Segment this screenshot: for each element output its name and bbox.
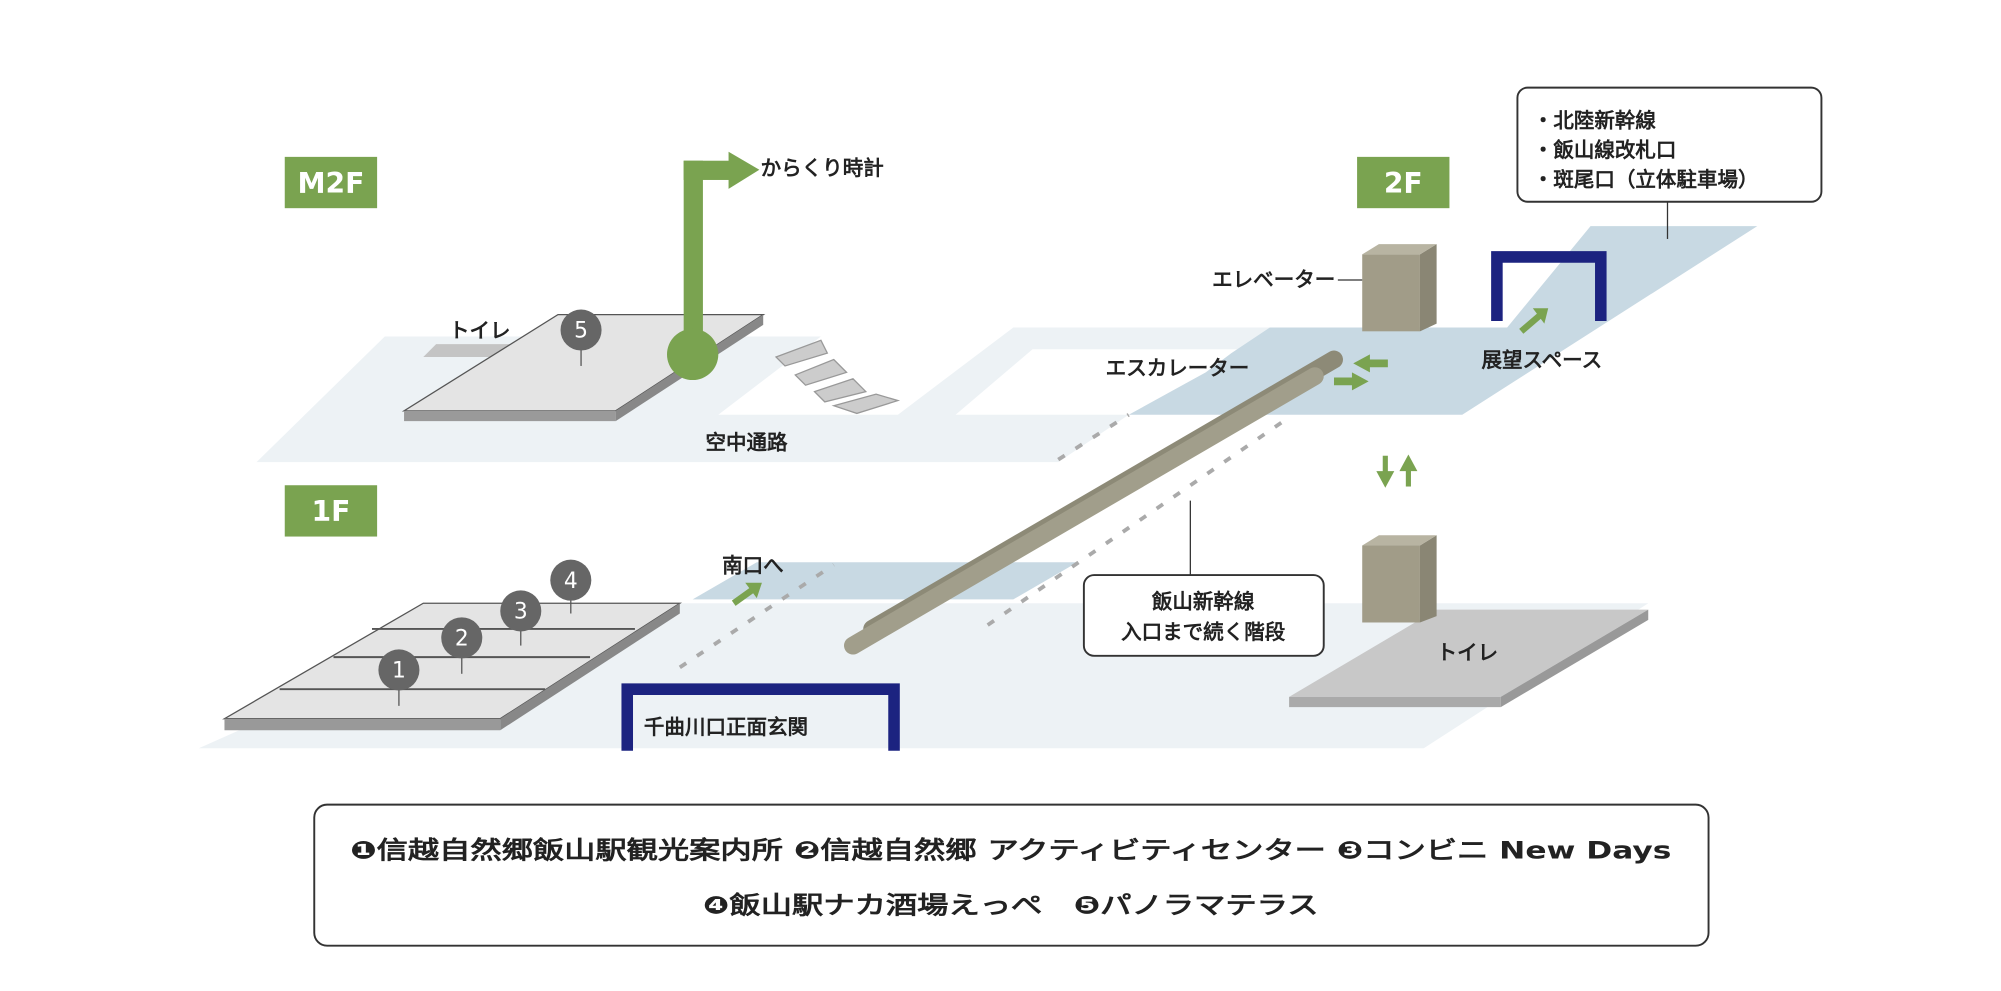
label-escalator: エスカレーター [1106, 356, 1250, 380]
callout-gates: ・北陸新幹線 ・飯山線改札口 ・斑尾口（立体駐車場） [1516, 86, 1823, 239]
label-observation-space: 展望スペース [1482, 348, 1603, 372]
label-to-south-exit: 南口へ [722, 553, 784, 577]
escalator [844, 350, 1343, 655]
label-toilet-1f: トイレ [1437, 641, 1499, 665]
2f-floor [1128, 226, 1758, 415]
floor-badge-1f-label: 1F [311, 495, 350, 528]
label-skyway: 空中通路 [705, 430, 788, 454]
stairs-long [678, 413, 1291, 669]
pin-5[interactable]: 5 [560, 309, 602, 366]
escalator-arrows-icon [1334, 354, 1388, 391]
1f-main-entrance-door [621, 683, 900, 751]
floor-badge-2f-label: 2F [1384, 167, 1423, 200]
callout-stairs-line-1: 飯山新幹線 [1151, 589, 1255, 613]
label-karakuri-clock: からくり時計 [761, 156, 884, 180]
elevator-updown-arrows-icon [1376, 454, 1418, 488]
legend-line-1: ❶信越自然郷飯山駅観光案内所 ❷信越自然郷 アクティビティセンター ❸コンビニ … [350, 836, 1671, 865]
label-chikumagawa-entrance: 千曲川口正面玄関 [644, 715, 808, 739]
direction-arrow-icon [731, 308, 1549, 606]
pin-3[interactable]: 3 [500, 590, 542, 646]
pin-1-label: 1 [392, 659, 406, 684]
legend-line-2: ❹飯山駅ナカ酒場えっぺ ❺パノラマテラス [703, 891, 1319, 920]
label-toilet-m2f: トイレ [449, 319, 511, 343]
callout-stairs-line-2: 入口まで続く階段 [1121, 620, 1286, 644]
pin-1[interactable]: 1 [378, 649, 420, 706]
callout-gates-line-2: ・飯山線改札口 [1533, 138, 1677, 162]
pin-5-label: 5 [574, 319, 588, 344]
elevator-1f [1362, 535, 1437, 623]
floor-badge-2f [1357, 156, 1450, 209]
callout-stairs: 飯山新幹線 入口まで続く階段 [1082, 500, 1325, 657]
pin-2[interactable]: 2 [441, 617, 483, 674]
callout-gates-line-3: ・斑尾口（立体駐車場） [1533, 167, 1759, 191]
toilet-1f-block [1289, 609, 1649, 697]
legend-box: ❶信越自然郷飯山駅観光案内所 ❷信越自然郷 アクティビティセンター ❸コンビニ … [313, 803, 1710, 947]
2f-gate-door [1491, 251, 1607, 322]
clock-arrow-icon [667, 151, 760, 381]
stairs-m2f [774, 339, 901, 415]
pin-3-label: 3 [514, 600, 528, 625]
pin-4-label: 4 [564, 569, 578, 594]
floor-badge-m2f [284, 156, 378, 209]
label-elevator: エレベーター [1212, 267, 1335, 291]
pin-4[interactable]: 4 [550, 559, 592, 614]
floor-badge-1f [284, 485, 378, 537]
callout-gates-line-1: ・北陸新幹線 [1533, 108, 1657, 132]
elevator-2f [1362, 244, 1437, 332]
pin-2-label: 2 [455, 627, 469, 652]
floor-badge-m2f-label: M2F [297, 167, 364, 200]
